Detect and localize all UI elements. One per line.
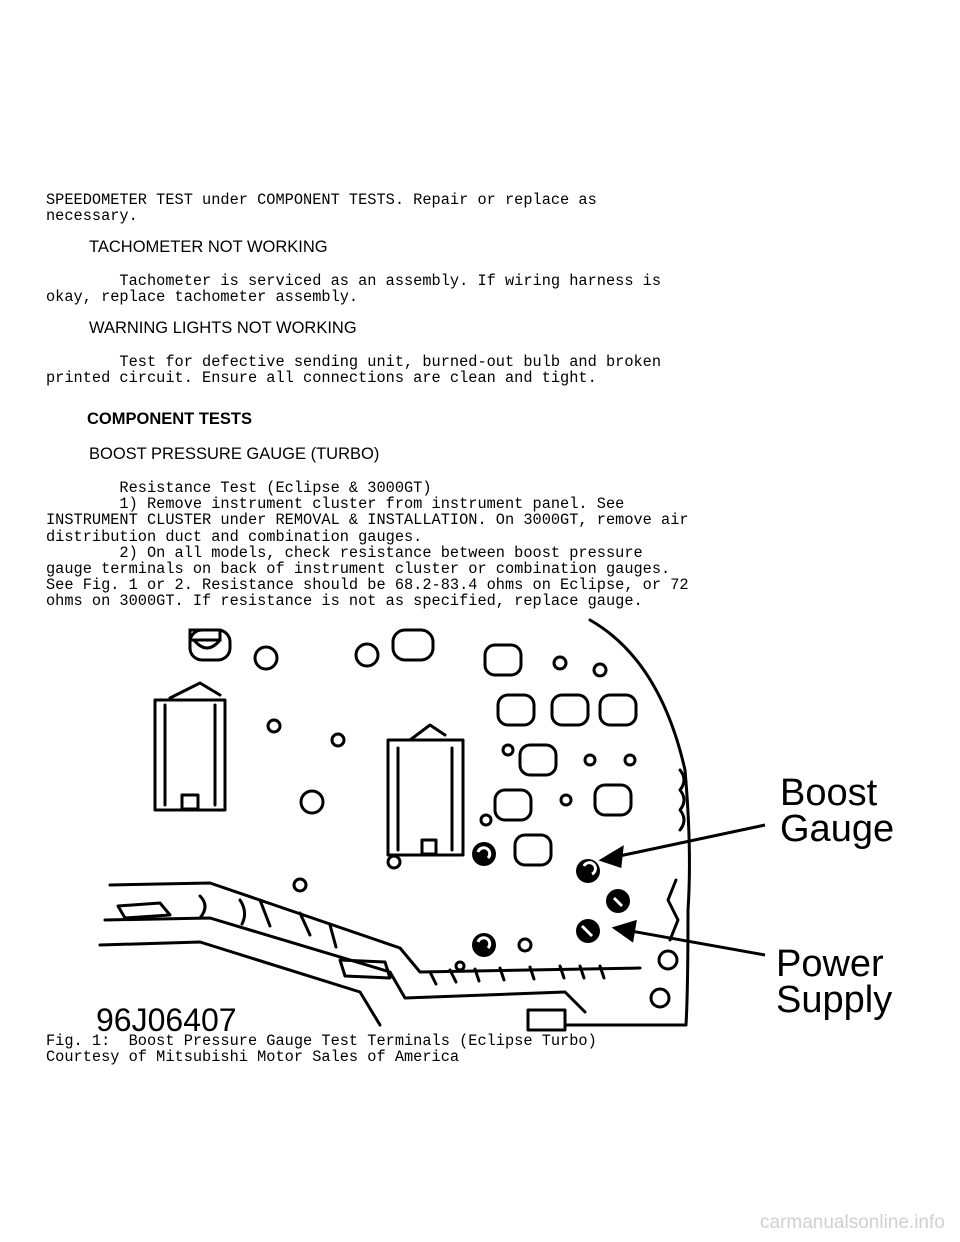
warning-lights-heading: WARNING LIGHTS NOT WORKING: [89, 319, 357, 337]
boost-gauge-paragraph: Resistance Test (Eclipse & 3000GT) 1) Re…: [46, 479, 689, 611]
boost-gauge-heading: BOOST PRESSURE GAUGE (TURBO): [89, 445, 380, 463]
power-supply-label: Power Supply: [776, 943, 893, 1021]
tachometer-heading: TACHOMETER NOT WORKING: [89, 238, 328, 256]
component-tests-heading: COMPONENT TESTS: [87, 410, 253, 428]
boost-gauge-label: Boost Gauge: [780, 772, 895, 850]
instrument-cluster-diagram: [98, 618, 766, 1032]
watermark-footer: carmanualsonline.info: [760, 1212, 945, 1233]
intro-paragraph: SPEEDOMETER TEST under COMPONENT TESTS. …: [46, 191, 597, 226]
figure-caption: Fig. 1: Boost Pressure Gauge Test Termin…: [46, 1032, 597, 1067]
figure-code: 96J06407: [96, 1002, 237, 1038]
warning-lights-paragraph: Test for defective sending unit, burned-…: [46, 353, 662, 388]
tachometer-paragraph: Tachometer is serviced as an assembly. I…: [46, 272, 662, 307]
